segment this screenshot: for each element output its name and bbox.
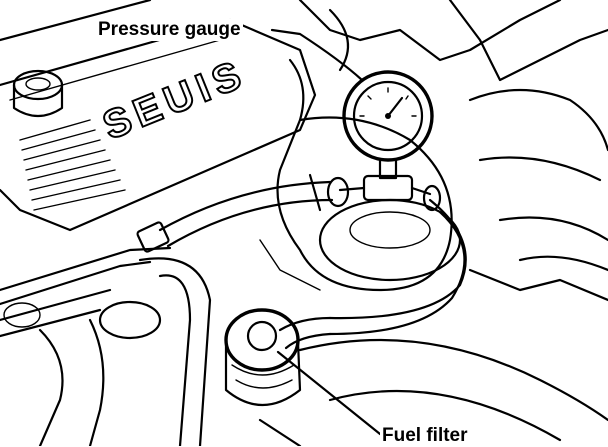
- oil-cap: [12, 69, 64, 118]
- pressure-gauge-leader: [270, 28, 364, 82]
- engine-cover-engraving: SEUIS: [97, 51, 253, 148]
- top-right-components: [288, 0, 608, 302]
- fuel-hose-upper: [136, 173, 334, 253]
- lower-engine-contours: [258, 338, 608, 446]
- pressure-gauge-label: Pressure gauge: [96, 19, 243, 41]
- fuel-filter-label: Fuel filter: [380, 425, 470, 447]
- fuel-filter: [224, 308, 302, 407]
- fuel-hose-loop: [278, 198, 467, 350]
- fuel-filter-leader: [276, 350, 382, 436]
- left-fuel-lines: [0, 246, 212, 446]
- pressure-gauge: [326, 70, 442, 212]
